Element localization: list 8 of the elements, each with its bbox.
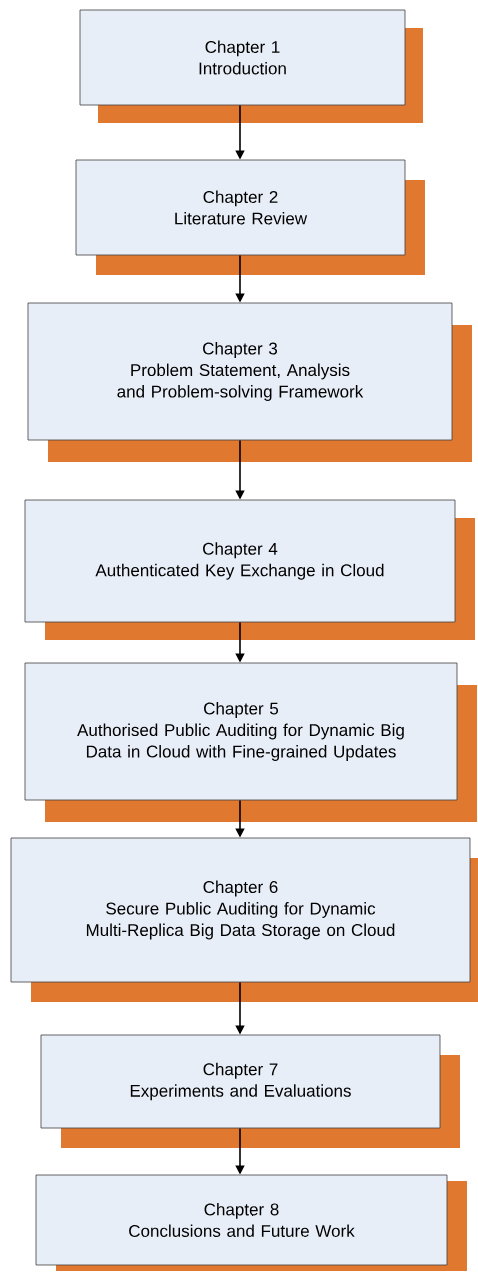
chapter-box: Chapter 5 Authorised Public Auditing for Dynamic Big Data in Cloud with Fine-grained Updates [24,662,477,822]
chapter-box: Chapter 2 Literature Review [75,159,425,275]
chapter-box: Chapter 1 Introduction [79,9,423,123]
chapter-box: Chapter 6 Secure Public Auditing for Dynamic Multi-Replica Big Data Storage on Cloud [10,837,478,1002]
chapter-box: Chapter 8 Conclusions and Future Work [35,1174,467,1271]
chapter-box: Chapter 3 Problem Statement, Analysis and Problem-solving Framework [27,302,472,462]
chapter-box: Chapter 7 Experiments and Evaluations [40,1034,460,1148]
chapter-box: Chapter 4 Authenticated Key Exchange in Cloud [24,499,475,640]
